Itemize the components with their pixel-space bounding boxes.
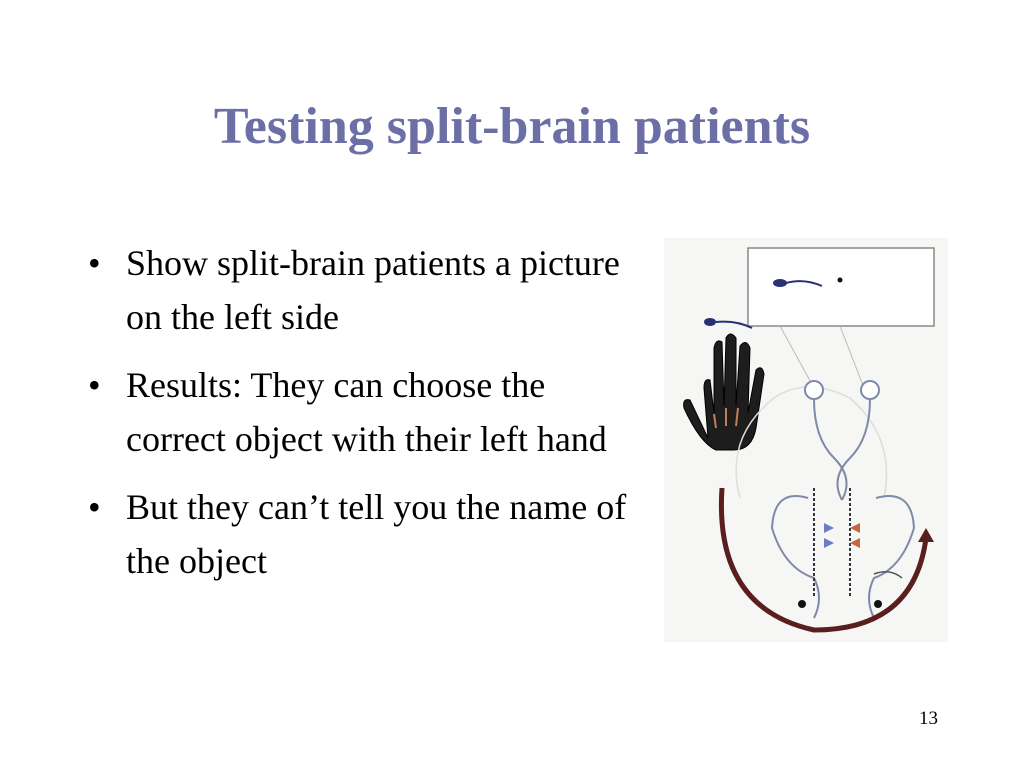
bullet-text: Show split-brain patients a picture on t… <box>126 243 620 337</box>
bullet-item: • But they can’t tell you the name of th… <box>88 480 648 588</box>
held-spoon-handle-icon <box>715 320 753 329</box>
bullet-item: • Show split-brain patients a picture on… <box>88 236 648 344</box>
slide-number: 13 <box>919 708 938 729</box>
bullet-dot-icon: • <box>88 243 101 283</box>
slide-title: Testing split-brain patients <box>213 98 811 155</box>
visual-line <box>839 325 865 389</box>
callosum-arrow <box>718 487 929 633</box>
bullet-dot-icon: • <box>88 365 101 405</box>
bullet-text: Results: They can choose the correct obj… <box>126 365 607 459</box>
right-arrow-icon <box>850 538 860 548</box>
brain-dot-icon <box>798 600 806 608</box>
held-spoon-icon <box>704 318 716 326</box>
left-arrow-icon <box>824 538 834 548</box>
bullet-item: • Results: They can choose the correct o… <box>88 358 648 466</box>
split-brain-diagram-svg <box>683 247 935 633</box>
optic-pathway <box>770 380 916 619</box>
bullet-text: But they can’t tell you the name of the … <box>126 487 627 581</box>
split-brain-diagram <box>664 238 948 642</box>
visual-line <box>779 325 815 389</box>
pointer-arrow-icon <box>873 571 903 579</box>
screen-panel <box>747 247 935 327</box>
bullet-dot-icon: • <box>88 487 101 527</box>
spoon-handle-icon <box>785 280 823 287</box>
bullet-list: • Show split-brain patients a picture on… <box>88 236 648 602</box>
spoon-head-icon <box>773 279 787 287</box>
brain-dot-icon <box>874 600 882 608</box>
left-hand-icon <box>683 333 765 451</box>
right-arrow-icon <box>850 523 860 533</box>
left-arrow-icon <box>824 523 834 533</box>
fixation-point-icon <box>837 277 843 283</box>
arrow-head-icon <box>918 528 934 542</box>
